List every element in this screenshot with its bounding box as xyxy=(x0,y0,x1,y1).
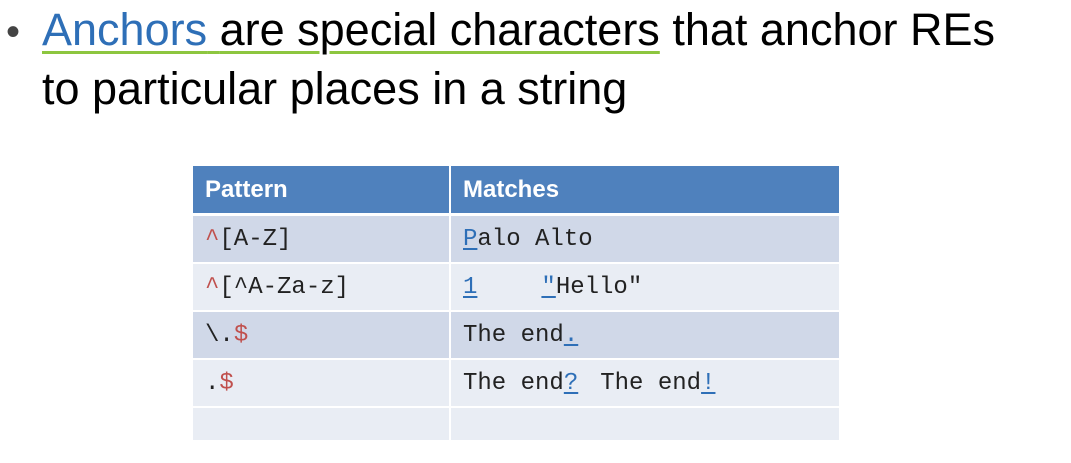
match-highlight: P xyxy=(463,225,478,253)
match-text: The end xyxy=(463,321,564,349)
pattern-text: [A-Z] xyxy=(219,225,292,253)
header-matches: Matches xyxy=(450,166,839,216)
empty-cell xyxy=(450,407,839,442)
table-row-empty xyxy=(193,407,839,442)
match-text: The end xyxy=(600,369,702,397)
match-highlight: ? xyxy=(563,369,579,397)
bullet-line-2: to particular places in a string xyxy=(42,63,628,114)
table-row: .$ The end?The end! xyxy=(193,359,839,408)
pattern-text: . xyxy=(205,369,220,397)
empty-cell xyxy=(193,407,451,442)
space xyxy=(660,4,673,55)
anchors-term: Anchors xyxy=(42,4,208,55)
matches-cell: 1 "Hello" xyxy=(450,263,839,312)
anchor-examples-table: Pattern Matches ^[A-Z] Palo Alto ^[^A-Za… xyxy=(193,166,839,442)
table-row: ^[^A-Za-z] 1 "Hello" xyxy=(193,263,839,312)
dollar-anchor: $ xyxy=(233,321,249,349)
match-text: alo Alto xyxy=(477,225,593,253)
matches-cell: The end. xyxy=(450,311,839,360)
pattern-cell: ^[A-Z] xyxy=(193,214,451,264)
caret-anchor: ^ xyxy=(205,225,220,253)
bullet-icon: • xyxy=(6,10,21,54)
match-text: The end xyxy=(463,369,564,397)
match-highlight: ! xyxy=(701,369,716,397)
table-row: \.$ The end. xyxy=(193,311,839,360)
matches-cell: Palo Alto xyxy=(450,214,839,264)
line1-rest: that anchor REs xyxy=(672,4,995,55)
matches-cell: The end?The end! xyxy=(450,359,839,408)
match-text: Hello" xyxy=(555,273,643,301)
pattern-cell: .$ xyxy=(193,359,451,408)
match-highlight: 1 xyxy=(463,273,478,301)
pattern-text: \. xyxy=(205,321,234,349)
pattern-cell: \.$ xyxy=(193,311,451,360)
match-highlight: " xyxy=(541,273,556,301)
pattern-cell: ^[^A-Za-z] xyxy=(193,263,451,312)
caret-anchor: ^ xyxy=(205,273,220,301)
table-row: ^[A-Z] Palo Alto xyxy=(193,214,839,264)
bullet-line-1: Anchors are special characters that anch… xyxy=(42,3,995,57)
header-pattern: Pattern xyxy=(193,166,451,216)
pattern-text: [^A-Za-z] xyxy=(219,273,350,301)
gap-space xyxy=(207,4,220,55)
match-highlight: . xyxy=(563,321,579,349)
table-header-row: Pattern Matches xyxy=(193,166,839,216)
special-characters-phrase: are special characters xyxy=(219,4,660,55)
dollar-anchor: $ xyxy=(219,369,234,397)
